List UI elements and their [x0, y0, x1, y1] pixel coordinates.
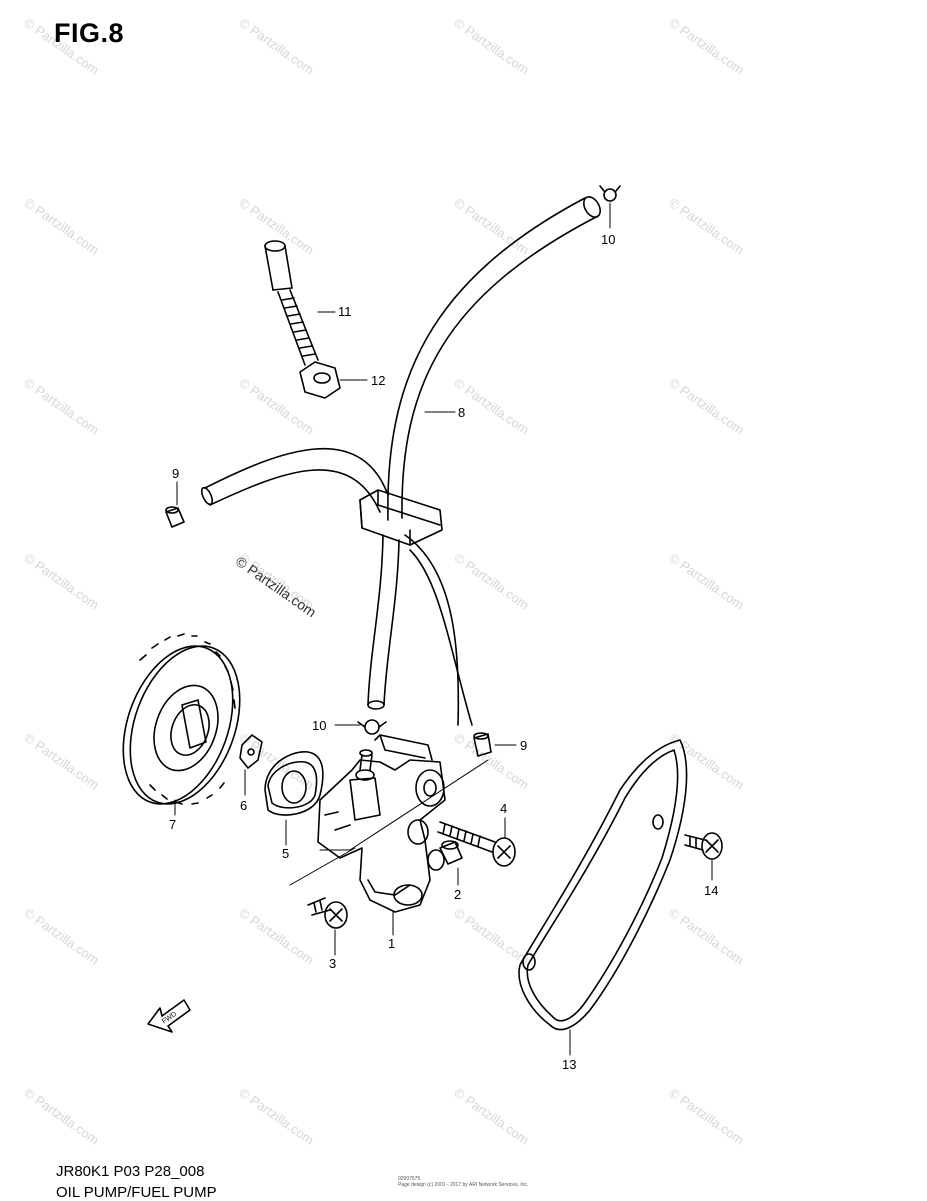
forward-arrow-icon: [147, 999, 191, 1033]
callout-2: 2: [454, 887, 461, 902]
callout-5: 5: [282, 846, 289, 861]
pin-part-6[interactable]: [239, 734, 263, 769]
callout-10-lower: 10: [312, 718, 326, 733]
callout-10-top: 10: [601, 232, 615, 247]
gear-part-7[interactable]: [103, 631, 260, 819]
oil-hose-part-8[interactable]: [200, 194, 604, 726]
cover-gasket-part-13[interactable]: [518, 739, 688, 1031]
gasket-part-5[interactable]: [264, 751, 324, 816]
callout-12: 12: [371, 373, 385, 388]
callout-8: 8: [458, 405, 465, 420]
callout-3: 3: [329, 956, 336, 971]
fine-print: 02007575 Page design (c) 2001 - 2017 by …: [398, 1176, 529, 1188]
screw-part-14[interactable]: [684, 832, 723, 860]
callout-9-left: 9: [172, 466, 179, 481]
cap-part-9-left[interactable]: [165, 506, 185, 528]
figure-code: JR80K1 P03 P28_008: [56, 1163, 205, 1180]
cap-part-9-right[interactable]: [473, 732, 492, 757]
callout-11: 11: [338, 304, 352, 319]
forward-arrow-label: FWD: [161, 1011, 178, 1026]
figure-title: FIG.8: [54, 18, 125, 48]
callout-6: 6: [240, 798, 247, 813]
leader-lines: [174, 202, 713, 1056]
figure-caption: OIL PUMP/FUEL PUMP: [56, 1184, 217, 1201]
nut-part-12[interactable]: [299, 361, 341, 399]
screw-part-3[interactable]: [307, 897, 348, 929]
callout-14: 14: [704, 883, 718, 898]
oil-pump-part-1[interactable]: [317, 734, 446, 913]
clip-part-10-lower[interactable]: [357, 719, 387, 735]
callout-13: 13: [562, 1057, 576, 1072]
plug-part-2[interactable]: [439, 840, 463, 865]
clip-part-10-top[interactable]: [599, 185, 621, 202]
bolt-part-11[interactable]: [264, 240, 319, 366]
callout-4: 4: [500, 801, 507, 816]
screw-part-4[interactable]: [437, 821, 516, 867]
callout-7: 7: [169, 817, 176, 832]
callout-1: 1: [388, 936, 395, 951]
callout-9-right: 9: [520, 738, 527, 753]
